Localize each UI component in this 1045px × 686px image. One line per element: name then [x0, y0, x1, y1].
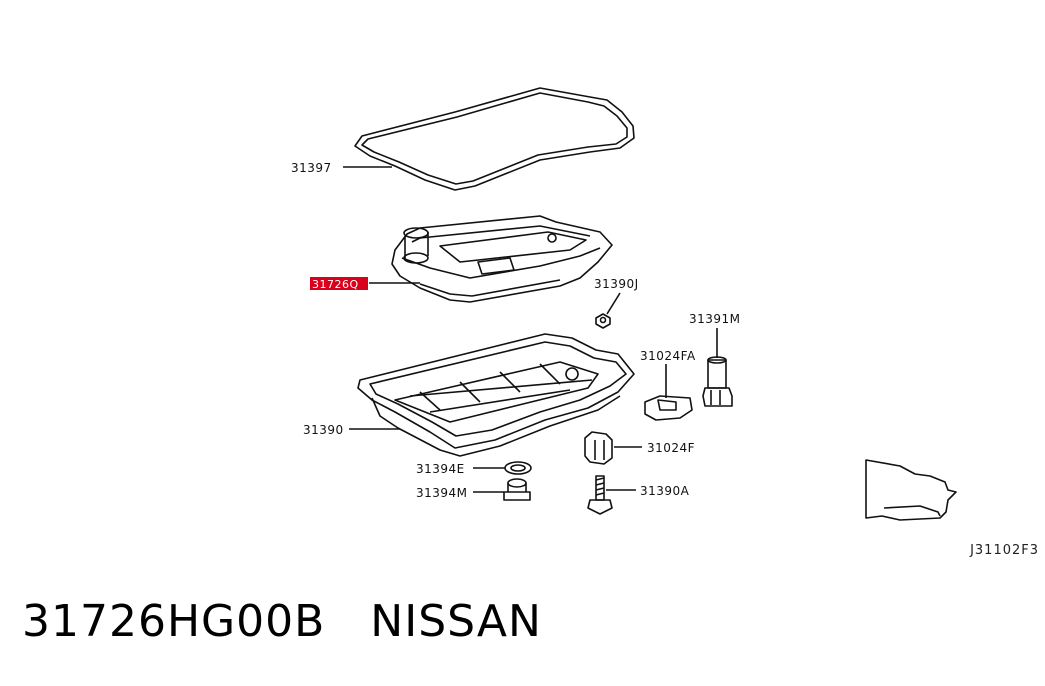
- transmission-locator-sketch: [865, 459, 957, 521]
- oil-pan-part: [357, 333, 635, 457]
- gasket-part: [354, 87, 635, 191]
- part-number: 31726HG00B: [22, 596, 326, 647]
- brand-name: NISSAN: [370, 596, 542, 647]
- label-clip-a: 31024FA: [640, 349, 696, 363]
- sensor-part: [702, 356, 733, 407]
- label-sensor: 31391M: [689, 312, 741, 326]
- label-strainer: 31726Q: [312, 278, 359, 291]
- nut-part: [595, 313, 611, 329]
- strainer-part: [391, 215, 613, 303]
- diagram-code: J31102F3: [970, 543, 1039, 558]
- label-nut: 31390J: [594, 277, 639, 291]
- label-plug: 31394M: [416, 486, 468, 500]
- bolt-part: [587, 475, 613, 515]
- label-bolt: 31390A: [640, 484, 690, 498]
- label-clip: 31024F: [647, 441, 695, 455]
- leader-nut: [606, 292, 621, 315]
- clip-a-part: [644, 395, 693, 421]
- label-pan: 31390: [303, 423, 344, 437]
- caption: 31726HG00B NISSAN: [22, 596, 542, 647]
- label-gasket: 31397: [291, 161, 332, 175]
- washer-part: [504, 461, 532, 475]
- part-highlight-box: [310, 277, 368, 290]
- label-washer: 31394E: [416, 462, 465, 476]
- plug-part: [503, 478, 531, 501]
- clip-part: [584, 431, 613, 465]
